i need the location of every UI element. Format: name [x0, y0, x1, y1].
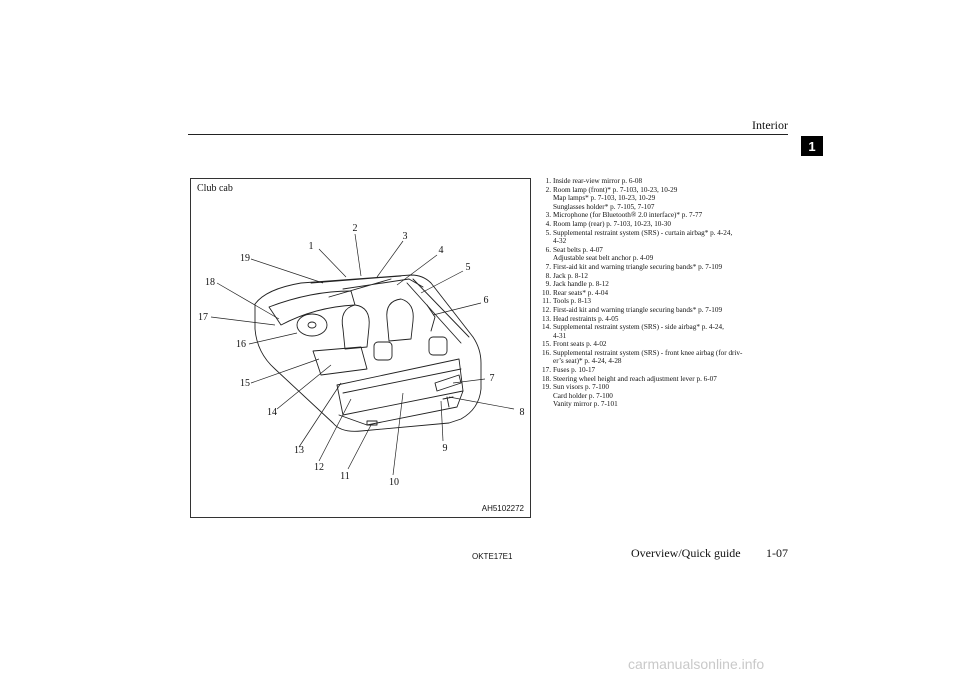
legend-item: 3.Microphone (for Bluetooth® 2.0 interfa… [545, 211, 703, 220]
leader-10 [392, 392, 404, 476]
leader-19 [250, 258, 324, 284]
leader-14 [276, 364, 332, 410]
legend-item: 14.Supplemental restraint system (SRS) -… [542, 323, 724, 340]
front-seat-left [341, 304, 370, 350]
interior-illustration: 1 2 3 4 5 6 7 8 9 10 11 12 13 14 15 16 1… [198, 223, 525, 488]
legend-item: 8.Jack p. 8-12 [545, 271, 588, 280]
legend-item: 4.Room lamp (rear) p. 7-103, 10-23, 10-3… [545, 219, 671, 228]
callout-5: 5 [466, 262, 471, 273]
callout-4: 4 [439, 245, 444, 256]
header-title: Interior [752, 118, 788, 132]
legend-item: 13.Head restraints p. 4-05 [542, 314, 619, 323]
dashboard [268, 290, 356, 326]
legend-item: 12.First-aid kit and warning triangle se… [542, 305, 723, 314]
callout-10: 10 [389, 477, 399, 488]
leader-9 [440, 400, 444, 442]
callout-8: 8 [520, 407, 525, 418]
callout-19: 19 [240, 253, 250, 264]
callout-3: 3 [403, 231, 408, 242]
chapter-tab: 1 [801, 136, 823, 156]
doc-code: OKTE17E1 [472, 552, 513, 561]
leader-15 [250, 358, 320, 384]
front-seat-cushion [312, 346, 368, 376]
callout-11: 11 [340, 471, 350, 482]
legend-item: 2.Room lamp (front)* p. 7-103, 10-23, 10… [545, 185, 678, 211]
callout-2: 2 [353, 223, 358, 234]
callout-1: 1 [309, 241, 314, 252]
legend-item: 10.Rear seats* p. 4-04 [542, 288, 609, 297]
legend-item: 5.Supplemental restraint system (SRS) - … [545, 228, 733, 246]
rear-seat-back [336, 358, 464, 416]
leader-1 [318, 248, 347, 278]
legend-item: 9.Jack handle p. 8-12 [545, 280, 609, 289]
legend-item: 17.Fuses p. 10-17 [542, 366, 596, 375]
leader-2 [354, 233, 362, 277]
leader-13 [298, 382, 342, 448]
legend-item: 11.Tools p. 8-13 [542, 297, 592, 306]
footer-section: Overview/Quick guide [631, 546, 741, 560]
leader-5 [420, 270, 464, 294]
legend-item: 15.Front seats p. 4-02 [542, 340, 607, 349]
leader-18 [216, 282, 280, 320]
header-rule [188, 134, 788, 135]
callout-14: 14 [267, 407, 277, 418]
callout-17: 17 [198, 312, 208, 323]
leader-12 [318, 398, 352, 462]
figure-code: AH5102272 [481, 504, 524, 513]
page-number: 1-07 [766, 546, 788, 560]
leader-3 [376, 240, 404, 278]
steering-wheel [296, 313, 328, 337]
leader-16 [248, 332, 298, 345]
interior-figure: 1 2 3 4 5 6 7 8 9 10 11 12 13 14 15 16 1… [190, 178, 531, 518]
seat-belt-mark [426, 304, 436, 332]
head-restraint-right [428, 336, 448, 356]
leader-6 [432, 302, 482, 316]
legend-item: 18.Steering wheel height and reach adjus… [542, 374, 717, 383]
callout-6: 6 [484, 295, 489, 306]
legend-list: 1.Inside rear-view mirror p. 6-08 2.Room… [541, 177, 791, 409]
callout-7: 7 [490, 373, 495, 384]
leader-7 [452, 378, 486, 384]
jack [434, 374, 462, 392]
callout-13: 13 [294, 445, 304, 456]
callout-9: 9 [443, 443, 448, 454]
leader-4 [396, 254, 438, 286]
head-restraint-left [373, 341, 393, 361]
legend-item: 7.First-aid kit and warning triangle sec… [545, 262, 723, 271]
leader-8 [448, 396, 515, 410]
front-seat-right [386, 298, 414, 342]
leader-11 [347, 424, 372, 470]
legend-item: 1.Inside rear-view mirror p. 6-08 [545, 177, 643, 185]
callout-18: 18 [205, 277, 215, 288]
legend-item: 16.Supplemental restraint system (SRS) -… [542, 348, 743, 366]
figure-title: Club cab [197, 183, 233, 194]
callout-16: 16 [236, 339, 246, 350]
roof-line [310, 275, 424, 298]
callout-12: 12 [314, 462, 324, 473]
callout-15: 15 [240, 378, 250, 389]
leader-17 [210, 316, 276, 326]
tools-tray [366, 420, 378, 426]
cabin-outline [254, 274, 482, 432]
watermark: carmanualsonline.info [628, 656, 765, 672]
rear-window [406, 278, 470, 344]
